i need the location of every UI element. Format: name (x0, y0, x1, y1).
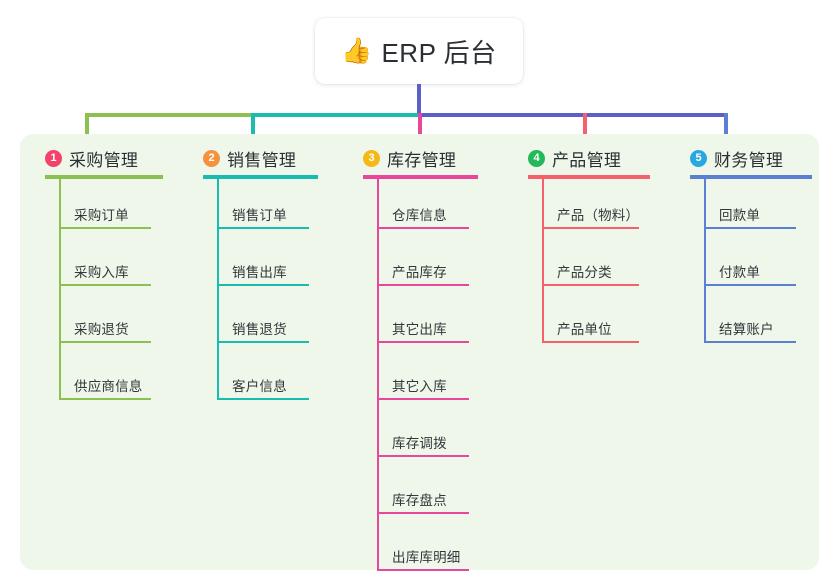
branch-item[interactable]: 采购退货 (45, 317, 153, 343)
thumbs-up-icon: 👍 (341, 36, 373, 65)
branch-item[interactable]: 采购入库 (45, 260, 153, 286)
branch-header-rule (203, 175, 318, 179)
branch-item[interactable]: 库存调拨 (363, 431, 471, 457)
branch-number-badge: 1 (45, 150, 62, 167)
branch-item[interactable]: 销售出库 (203, 260, 311, 286)
branch-header-4[interactable]: 4 产品管理 (528, 146, 621, 171)
branch-header-1[interactable]: 1 采购管理 (45, 146, 138, 171)
branch-item[interactable]: 产品（物料） (528, 203, 641, 229)
connector-bar-segment-1 (85, 113, 253, 117)
branch-item[interactable]: 产品库存 (363, 260, 471, 286)
root-stem (417, 84, 421, 113)
branch-number-badge: 5 (690, 150, 707, 167)
branch-item-rule (217, 398, 309, 400)
branch-item-rule (377, 569, 469, 571)
branch-item-label: 库存盘点 (392, 493, 447, 508)
branch-header-rule (45, 175, 163, 179)
branch-item-label: 产品（物料） (557, 208, 640, 223)
connector-bar-segment-3 (419, 113, 726, 117)
branch-number-badge: 2 (203, 150, 220, 167)
branch-item-label: 库存调拨 (392, 436, 447, 451)
branch-item-label: 其它出库 (392, 322, 447, 337)
branch-item[interactable]: 库存盘点 (363, 488, 471, 514)
branch-item-label: 其它入库 (392, 379, 447, 394)
branch-item-label: 付款单 (719, 265, 761, 280)
branch-item-label: 销售出库 (232, 265, 287, 280)
branch-item[interactable]: 其它入库 (363, 374, 471, 400)
branch-item-rule (59, 227, 151, 229)
branch-item-rule (704, 284, 796, 286)
branch-header-3[interactable]: 3 库存管理 (363, 146, 456, 171)
branch-item-rule (377, 455, 469, 457)
branch-item-rule (377, 341, 469, 343)
branch-item-rule (704, 341, 796, 343)
branch-item-rule (377, 284, 469, 286)
branch-item-rule (59, 341, 151, 343)
connector-bar-segment-2 (253, 113, 421, 117)
branch-item[interactable]: 销售退货 (203, 317, 311, 343)
branch-item[interactable]: 回款单 (690, 203, 798, 229)
branch-header-5[interactable]: 5 财务管理 (690, 146, 783, 171)
branch-item-rule (704, 227, 796, 229)
branch-title: 财务管理 (714, 151, 784, 170)
branch-header-rule (528, 175, 650, 179)
branch-header-2[interactable]: 2 销售管理 (203, 146, 296, 171)
branch-item-label: 产品单位 (557, 322, 612, 337)
branch-item-label: 供应商信息 (74, 379, 143, 394)
branch-item-label: 出库库明细 (392, 550, 461, 565)
branch-item-rule (377, 512, 469, 514)
branch-item[interactable]: 结算账户 (690, 317, 798, 343)
branch-header-rule (363, 175, 478, 179)
branch-item-rule (217, 227, 309, 229)
branch-item-label: 销售退货 (232, 322, 287, 337)
branch-item[interactable]: 供应商信息 (45, 374, 153, 400)
branch-spine (542, 179, 544, 343)
branch-item-label: 产品分类 (557, 265, 612, 280)
branch-spine (377, 179, 379, 571)
branch-spine (704, 179, 706, 343)
branch-item-label: 结算账户 (719, 322, 774, 337)
branch-spine (59, 179, 61, 400)
branch-item-label: 采购入库 (74, 265, 129, 280)
branch-item-label: 客户信息 (232, 379, 287, 394)
branch-item-label: 采购退货 (74, 322, 129, 337)
root-node-title: ERP 后台 (381, 37, 497, 68)
branch-item[interactable]: 销售订单 (203, 203, 311, 229)
branch-item-label: 销售订单 (232, 208, 287, 223)
root-node[interactable]: 👍 ERP 后台 (315, 18, 523, 84)
branches-panel: 1 采购管理采购订单采购入库采购退货供应商信息 2 销售管理销售订单销售出库销售退货客… (20, 134, 819, 571)
branch-item-rule (377, 398, 469, 400)
branch-number-badge: 3 (363, 150, 380, 167)
branch-title: 销售管理 (227, 151, 297, 170)
branch-item-rule (59, 284, 151, 286)
branch-item-rule (542, 227, 639, 229)
branch-item[interactable]: 采购订单 (45, 203, 153, 229)
branch-title: 产品管理 (552, 151, 622, 170)
branch-item-label: 仓库信息 (392, 208, 447, 223)
branch-item-label: 产品库存 (392, 265, 447, 280)
branch-item-rule (59, 398, 151, 400)
branch-item[interactable]: 产品分类 (528, 260, 641, 286)
branch-item[interactable]: 出库库明细 (363, 545, 471, 571)
branch-item-rule (377, 227, 469, 229)
branch-spine (217, 179, 219, 400)
branch-item[interactable]: 其它出库 (363, 317, 471, 343)
branch-item-rule (542, 284, 639, 286)
branch-item[interactable]: 付款单 (690, 260, 798, 286)
branch-item-label: 采购订单 (74, 208, 129, 223)
branch-item-label: 回款单 (719, 208, 761, 223)
branch-title: 采购管理 (69, 151, 139, 170)
branch-number-badge: 4 (528, 150, 545, 167)
branch-item[interactable]: 产品单位 (528, 317, 641, 343)
branch-item[interactable]: 仓库信息 (363, 203, 471, 229)
branch-title: 库存管理 (387, 151, 457, 170)
branch-item-rule (542, 341, 639, 343)
branch-header-rule (690, 175, 812, 179)
branch-item-rule (217, 341, 309, 343)
branch-item-rule (217, 284, 309, 286)
branch-item[interactable]: 客户信息 (203, 374, 311, 400)
